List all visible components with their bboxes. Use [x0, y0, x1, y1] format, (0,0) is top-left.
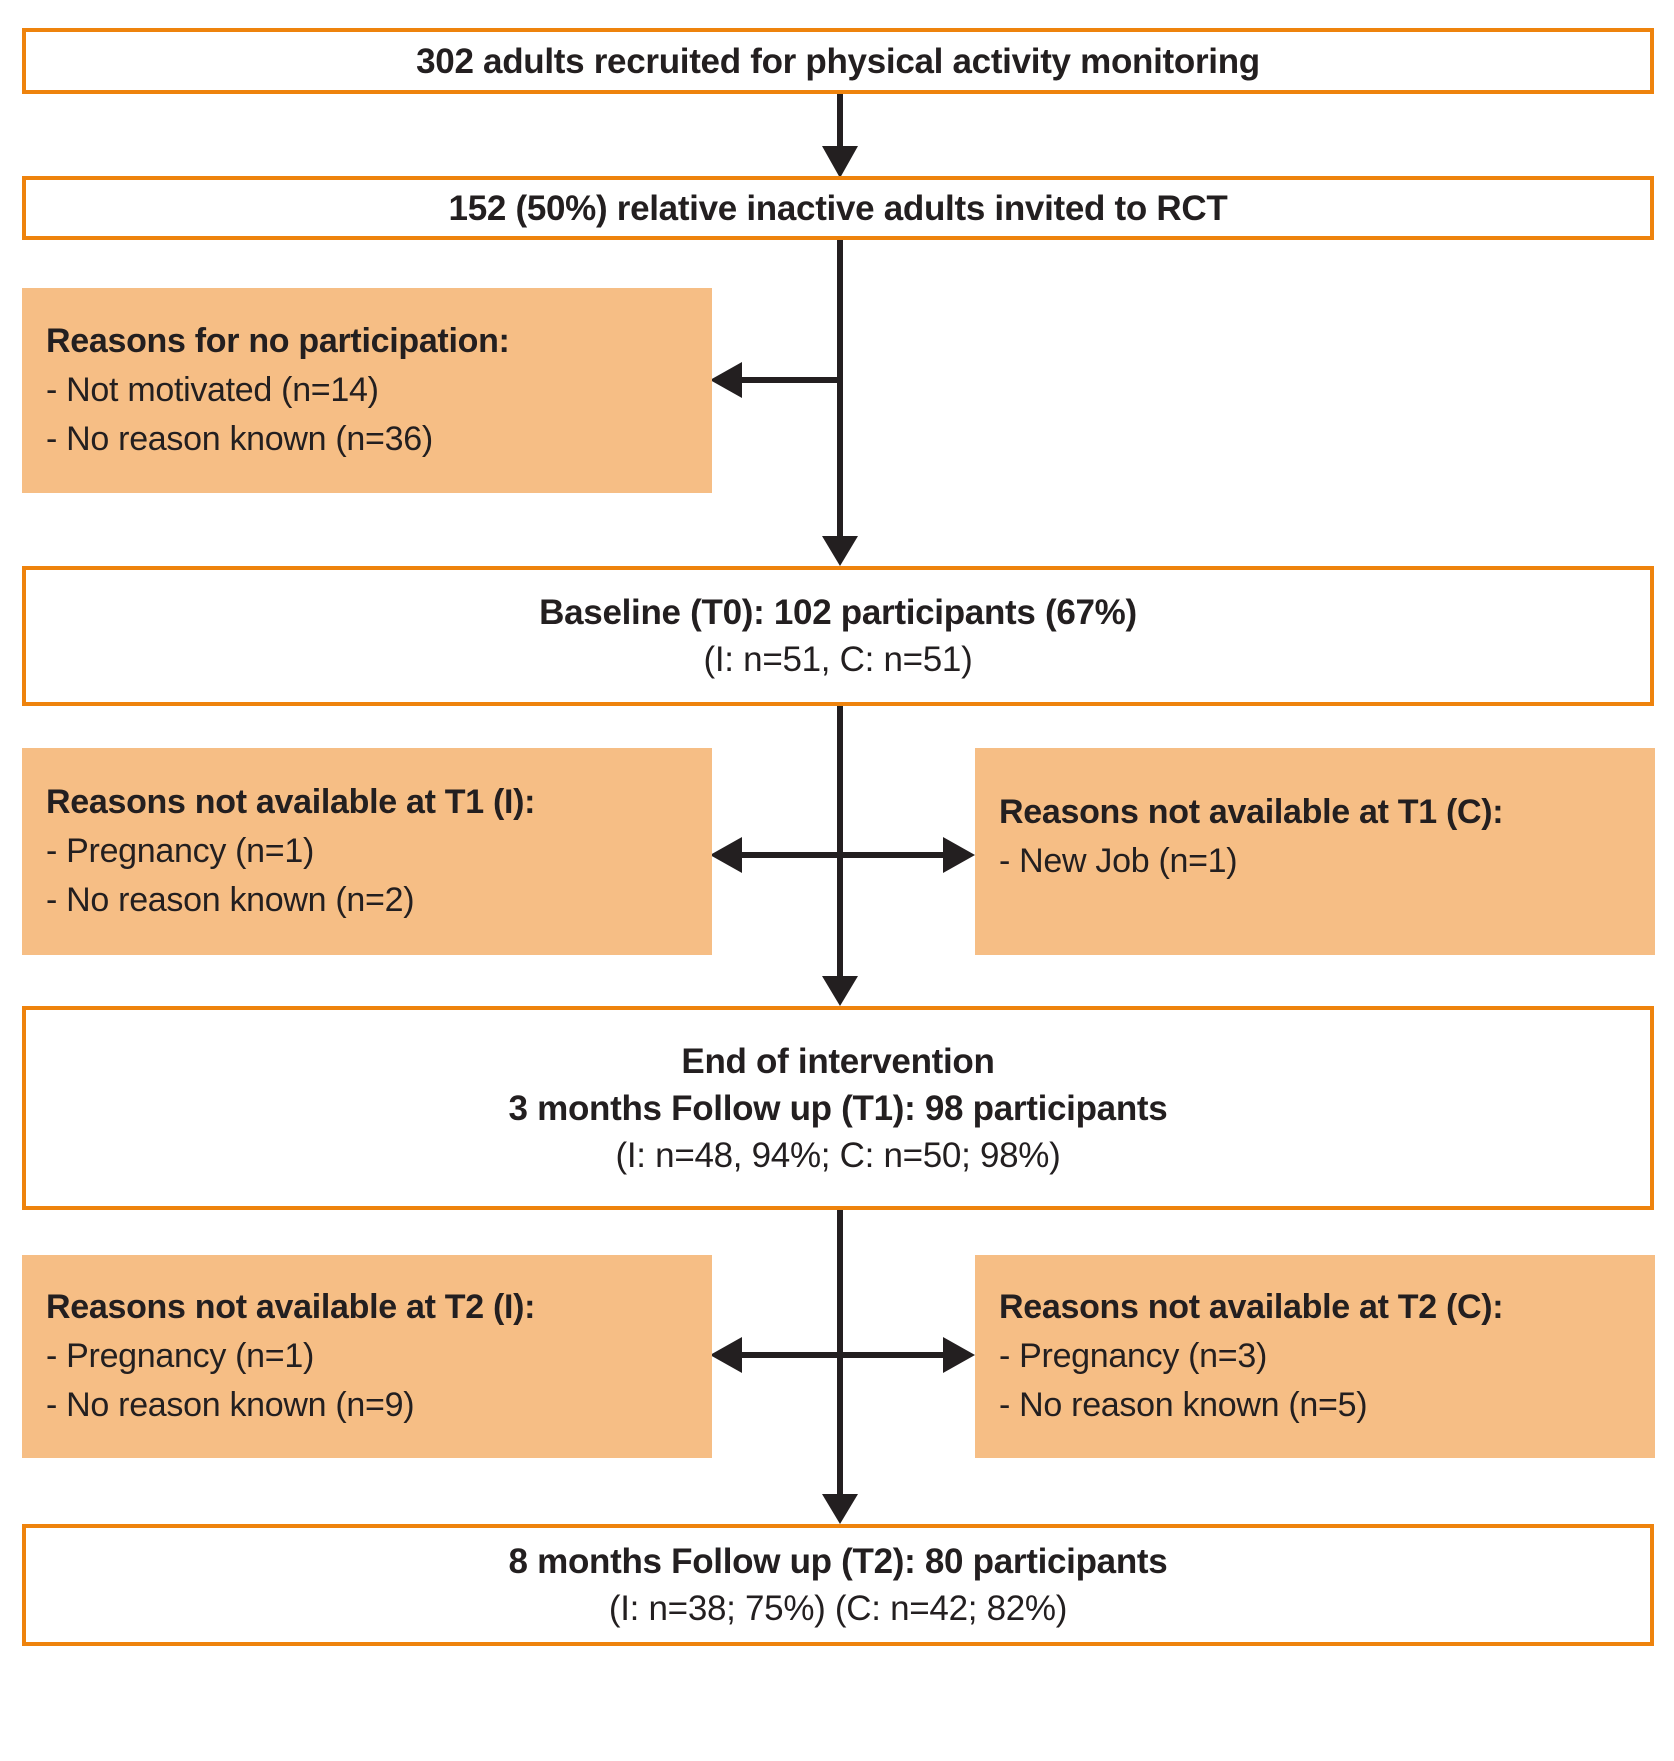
side-box-item: - Pregnancy (n=3) [999, 1337, 1267, 1375]
arrow-to-no-participation [710, 362, 840, 398]
flow-box-t2-line2: (I: n=38; 75%) (C: n=42; 82%) [608, 1589, 1068, 1628]
side-box-item: - No reason known (n=36) [46, 420, 433, 458]
side-box-item: - No reason known (n=2) [46, 881, 415, 919]
flow-box-t1-line1: End of intervention [681, 1041, 995, 1081]
arrow-baseline-to-t1 [822, 706, 858, 1006]
side-box-t2-control: Reasons not available at T2 (C): - Pregn… [975, 1255, 1655, 1458]
flow-box-invited: 152 (50%) relative inactive adults invit… [22, 176, 1654, 240]
side-box-no-participation: Reasons for no participation: - Not moti… [22, 288, 712, 493]
side-box-title: Reasons not available at T1 (C): [999, 793, 1504, 831]
side-box-item: - New Job (n=1) [999, 842, 1238, 880]
side-box-item: - No reason known (n=9) [46, 1386, 415, 1424]
side-box-t1-control: Reasons not available at T1 (C): - New J… [975, 748, 1655, 955]
arrow-recruited-to-invited [822, 94, 858, 178]
arrow-t1-to-t2 [822, 1210, 858, 1524]
side-box-item: - Pregnancy (n=1) [46, 1337, 314, 1375]
flow-box-end-of-intervention: End of intervention 3 months Follow up (… [22, 1006, 1654, 1210]
flow-box-t1-line2: 3 months Follow up (T1): 98 participants [508, 1088, 1168, 1128]
arrow-t1-dropout-branches [710, 837, 975, 873]
side-box-item: - No reason known (n=5) [999, 1386, 1368, 1424]
flow-box-recruited-text: 302 adults recruited for physical activi… [416, 41, 1260, 81]
flow-box-t2-line1: 8 months Follow up (T2): 80 participants [508, 1542, 1168, 1581]
flow-box-t1-line3: (I: n=48, 94%; C: n=50; 98%) [615, 1135, 1061, 1175]
flow-box-recruited: 302 adults recruited for physical activi… [22, 28, 1654, 94]
side-box-title: Reasons not available at T2 (C): [999, 1288, 1504, 1326]
side-box-item: - Not motivated (n=14) [46, 371, 379, 409]
flow-box-followup-8m: 8 months Follow up (T2): 80 participants… [22, 1524, 1654, 1646]
arrow-invited-to-baseline [822, 240, 858, 566]
flow-box-baseline-line2: (I: n=51, C: n=51) [703, 640, 973, 679]
flow-box-baseline: Baseline (T0): 102 participants (67%) (I… [22, 566, 1654, 706]
side-box-t1-intervention: Reasons not available at T1 (I): - Pregn… [22, 748, 712, 955]
arrow-t2-dropout-branches [710, 1337, 975, 1373]
side-box-t2-intervention: Reasons not available at T2 (I): - Pregn… [22, 1255, 712, 1458]
side-box-item: - Pregnancy (n=1) [46, 832, 314, 870]
flow-box-invited-text: 152 (50%) relative inactive adults invit… [448, 188, 1228, 228]
side-box-title: Reasons not available at T1 (I): [46, 783, 536, 821]
flow-box-baseline-line1: Baseline (T0): 102 participants (67%) [539, 593, 1137, 632]
side-box-title: Reasons not available at T2 (I): [46, 1288, 536, 1326]
side-box-title: Reasons for no participation: [46, 322, 510, 360]
